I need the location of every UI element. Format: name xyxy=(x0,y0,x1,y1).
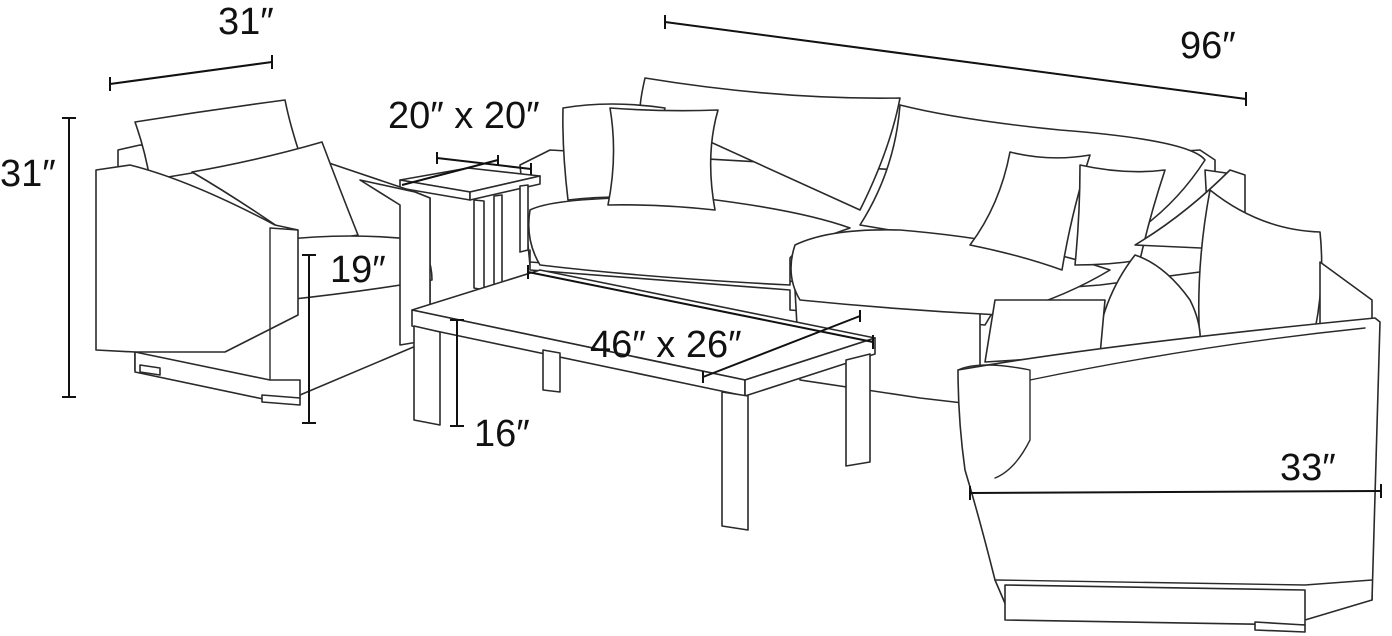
chair-depth-label: 33″ xyxy=(1280,447,1336,489)
sofa-icon xyxy=(519,77,1241,406)
chair-height-label: 31″ xyxy=(0,153,56,195)
coffee-table-size-label: 46″ x 26″ xyxy=(590,324,742,366)
side-table-size-label: 20″ x 20″ xyxy=(388,95,540,137)
coffee-table-height-label: 16″ xyxy=(474,413,530,455)
chair-width-label: 31″ xyxy=(218,1,274,43)
coffee-table-icon xyxy=(411,269,876,531)
club-chair-icon xyxy=(957,169,1381,633)
dimension-lines xyxy=(62,15,1382,500)
seat-height-label: 19″ xyxy=(330,249,386,291)
sofa-width-label: 96″ xyxy=(1180,25,1236,67)
club-chair-icon xyxy=(95,99,433,406)
